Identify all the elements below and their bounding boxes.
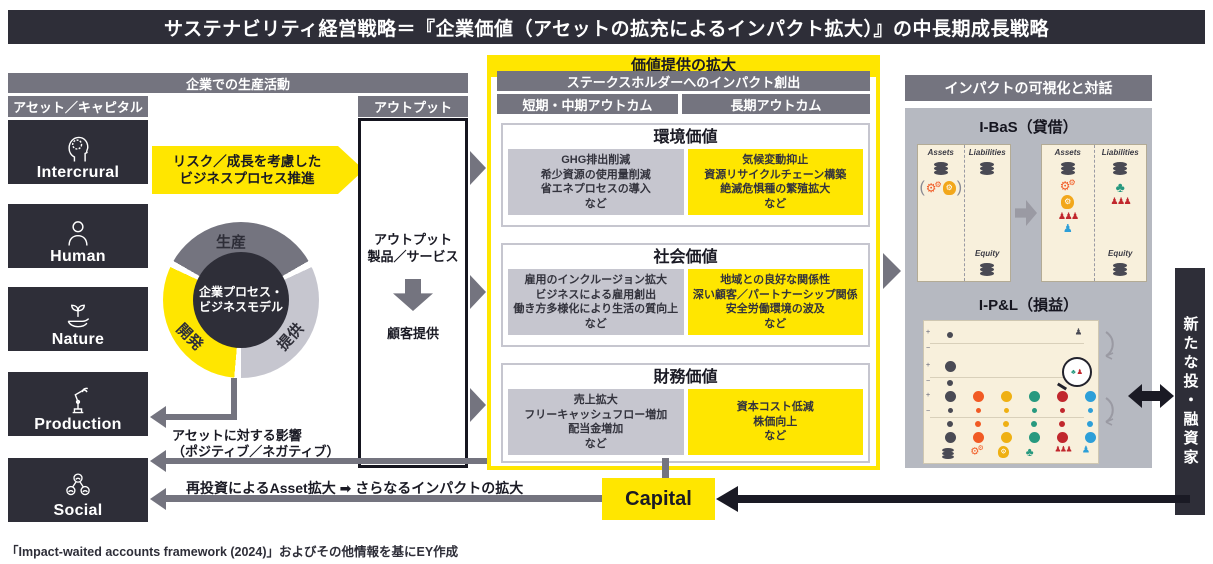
donut-segment-production: 生産 <box>216 234 247 251</box>
coins-icon <box>942 451 954 456</box>
value-section-social: 社会価値 雇用のインクルージョン拡大ビジネスによる雇用創出働き方多様化により生活… <box>501 243 870 347</box>
section-title: 財務価値 <box>653 369 718 386</box>
right-arrow-icon <box>1015 200 1037 226</box>
coins-icon <box>933 166 948 171</box>
connector-arrow-icon <box>470 388 486 422</box>
asset-box-human: Human <box>8 204 148 268</box>
capital-box: Capital <box>602 478 715 520</box>
ipl-chart: ♣♟ +−+−+−⚙⚙⚙♣♟♟♟♟♟ <box>923 320 1099 464</box>
asset-label: Social <box>53 502 103 519</box>
long-outcome-cell: 資本コスト低減株価向上など <box>687 389 863 455</box>
gears-icon: ⚙⚙ <box>925 179 942 195</box>
coins-icon <box>1113 166 1128 171</box>
production-activity-header: 企業での生産活動 <box>8 73 468 93</box>
output-box-lines: アウトプット製品／サービス <box>367 232 459 264</box>
left-arrow-icon <box>150 450 166 472</box>
connector-arrow-icon <box>470 275 486 309</box>
coins-icon <box>980 267 995 272</box>
hand-plant-icon <box>62 301 94 331</box>
head-icon: ⚙ <box>997 446 1010 458</box>
output-header: アウトプット <box>358 96 468 117</box>
new-investors-bar: 新たな投・融資家 <box>1175 268 1205 515</box>
reinvest-line <box>164 495 602 502</box>
asset-label: Human <box>50 248 106 265</box>
people-icon: ♟♟♟ <box>1110 196 1131 206</box>
coins-icon <box>980 166 995 171</box>
short-outcome-cell: 売上拡大フリーキャッシュフロー増加配当金増加など <box>508 389 684 455</box>
impact-line <box>164 414 237 420</box>
factory-icon: ♟ <box>1074 327 1083 338</box>
left-arrow-icon <box>150 406 166 428</box>
asset-label: Intercrural <box>36 164 120 181</box>
value-expansion-container: 価値提供の拡大 ステークスホルダーへのインパクト創出 短期・中期アウトカム 長期… <box>487 55 880 470</box>
business-process-donut: 企業プロセス・ビジネスモデル 生産 開発 提供 <box>163 222 319 378</box>
left-arrow-icon <box>150 488 166 510</box>
long-outcome-header: 長期アウトカム <box>682 94 870 114</box>
impact-line <box>231 378 237 418</box>
reinvest-label: 再投資によるAsset拡大 ➡ さらなるインパクトの拡大 <box>186 480 524 496</box>
value-section-financial: 財務価値 売上拡大フリーキャッシュフロー増加配当金増加など 資本コスト低減株価向… <box>501 363 870 463</box>
bracket-icon: (⚙⚙⚙) <box>919 179 963 196</box>
left-arrow-icon <box>716 486 738 512</box>
visualization-header: インパクトの可視化と対話 <box>905 75 1152 101</box>
stakeholder-impact-bar: ステークスホルダーへのインパクト創出 <box>497 71 870 91</box>
connector-arrow-icon <box>883 253 901 289</box>
asset-box-nature: Nature <box>8 287 148 351</box>
asset-box-intercrural: Intercrural <box>8 120 148 184</box>
magnifier-icon: ♣♟ <box>1062 357 1092 387</box>
people-icon: ♟♟♟ <box>1054 444 1072 454</box>
connector-arrow-icon <box>470 151 486 185</box>
head-icon: ⚙ <box>1061 195 1075 209</box>
impact-line <box>164 458 790 464</box>
people-icon: ♟♟♟ <box>1057 211 1079 221</box>
coins-icon <box>1060 166 1075 171</box>
person-icon: ♟ <box>1062 223 1073 235</box>
short-mid-outcome-header: 短期・中期アウトカム <box>497 94 678 114</box>
source-note: 「Impact-waited accounts framework (2024)… <box>6 545 459 559</box>
short-outcome-cell: 雇用のインクルージョン拡大ビジネスによる雇用創出働き方多様化により生活の質向上な… <box>508 269 684 335</box>
asset-box-production: Production <box>8 372 148 436</box>
capital-feed-line <box>737 495 1190 503</box>
capital-stub-line <box>662 458 669 478</box>
head-icon: ⚙ <box>942 181 956 195</box>
long-outcome-cell: 地域との良好な関係性深い顧客／パートナーシップ関係安全労働環境の波及など <box>687 269 863 335</box>
down-arrow-icon <box>393 279 433 311</box>
new-investors-label: 新たな投・融資家 <box>1181 315 1199 468</box>
asset-label: Production <box>34 416 122 433</box>
asset-label: Nature <box>51 331 105 348</box>
short-outcome-cell: GHG排出削減希少資源の使用量削減省エネプロセスの導入など <box>508 149 684 215</box>
section-title: 社会価値 <box>653 249 718 266</box>
gears-icon: ⚙⚙ <box>970 443 984 457</box>
asset-capital-header: アセット／キャピタル <box>8 96 148 117</box>
coins-icon <box>1113 267 1128 272</box>
people-network-icon <box>62 472 94 502</box>
asset-impact-label: アセットに対する影響（ポジティブ／ネガティブ） <box>172 428 340 459</box>
person-icon <box>62 218 94 248</box>
ibas-title: I-BaS（貸借） <box>979 119 1078 136</box>
tree-icon: ♣ <box>1115 179 1125 195</box>
curve-arrow-icon <box>1105 397 1114 426</box>
section-title: 環境価値 <box>653 129 718 146</box>
risk-growth-arrow: リスク／成長を考慮したビジネスプロセス推進 <box>152 146 364 194</box>
page-title: サステナビリティ経営戦略＝『企業価値（アセットの拡充によるインパクト拡大）』の中… <box>8 10 1205 44</box>
output-box: アウトプット製品／サービス 顧客提供 <box>358 118 468 468</box>
gears-icon: ⚙⚙ <box>1059 177 1076 193</box>
donut-center: 企業プロセス・ビジネスモデル <box>193 252 289 348</box>
ibas-sheet-after: Assets⚙⚙⚙♟♟♟♟Liabilities♣♟♟♟Equity <box>1041 144 1147 282</box>
long-outcome-cell: 気候変動抑止資源リサイクルチェーン構築絶滅危惧種の繁殖拡大など <box>687 149 863 215</box>
person-icon: ♟ <box>1081 444 1091 456</box>
value-section-environment: 環境価値 GHG排出削減希少資源の使用量削減省エネプロセスの導入など 気候変動抑… <box>501 123 870 227</box>
customer-delivery-label: 顧客提供 <box>386 326 439 341</box>
tree-icon: ♣ <box>1025 445 1034 459</box>
curve-arrow-icon <box>1105 331 1114 360</box>
head-gear-icon <box>62 134 94 164</box>
robot-arm-icon <box>62 386 94 416</box>
ipl-title: I-P&L（損益） <box>978 297 1079 314</box>
asset-box-social: Social <box>8 458 148 522</box>
